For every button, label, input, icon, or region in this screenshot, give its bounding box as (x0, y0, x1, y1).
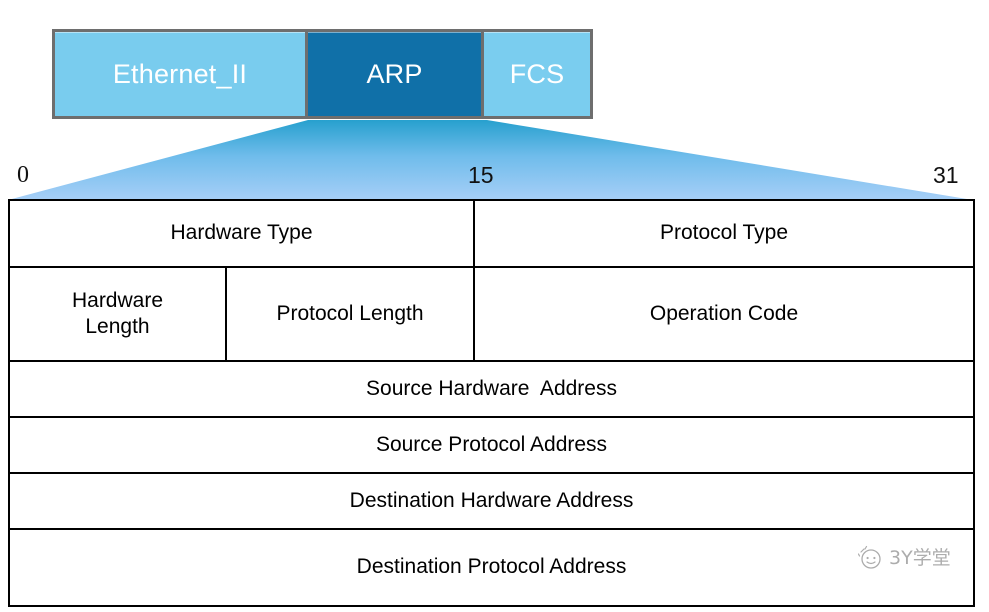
field-protocol-type: Protocol Type (473, 199, 975, 268)
table-row: Source Hardware Address (8, 360, 975, 418)
field-operation-code: Operation Code (473, 266, 975, 362)
ethernet-frame-strip: Ethernet_II ARP FCS (52, 29, 593, 119)
table-row: Destination Hardware Address (8, 472, 975, 530)
table-row: Hardware Length Protocol Length Operatio… (8, 266, 975, 362)
field-hardware-type: Hardware Type (8, 199, 475, 268)
expansion-funnel (8, 120, 973, 200)
field-destination-hardware-address: Destination Hardware Address (8, 472, 975, 530)
table-row: Destination Protocol Address (8, 528, 975, 607)
field-destination-protocol-address: Destination Protocol Address (8, 528, 975, 607)
bit-label-31: 31 (933, 162, 959, 188)
table-row: Hardware Type Protocol Type (8, 199, 975, 268)
field-hardware-length: Hardware Length (8, 266, 227, 362)
bit-label-0: 0 (17, 162, 29, 188)
bit-label-15: 15 (468, 162, 494, 188)
frame-box-fcs-label: FCS (509, 58, 565, 89)
frame-box-ethernet-ii-label: Ethernet_II (112, 58, 248, 89)
frame-box-fcs: FCS (481, 29, 593, 119)
field-source-hardware-address: Source Hardware Address (8, 360, 975, 418)
field-protocol-length: Protocol Length (225, 266, 475, 362)
frame-box-ethernet-ii: Ethernet_II (52, 29, 308, 119)
table-row: Source Protocol Address (8, 416, 975, 474)
field-source-protocol-address: Source Protocol Address (8, 416, 975, 474)
frame-box-arp: ARP (305, 29, 484, 119)
arp-packet-field-table: Hardware Type Protocol Type Hardware Len… (8, 199, 975, 607)
frame-box-arp-label: ARP (366, 58, 423, 89)
